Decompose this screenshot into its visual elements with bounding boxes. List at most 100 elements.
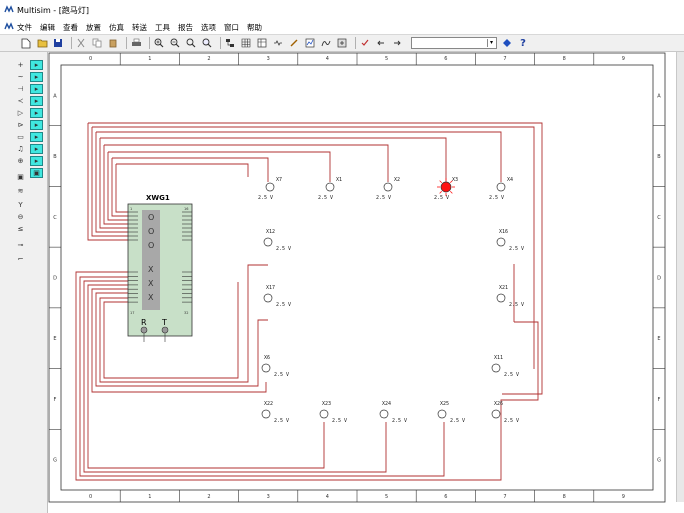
lamp-x3[interactable]: X32.5 V bbox=[434, 177, 458, 201]
analysis-icon[interactable] bbox=[320, 37, 332, 49]
wire[interactable] bbox=[115, 164, 128, 213]
menu-simulate[interactable]: 仿真 bbox=[109, 22, 124, 32]
back-annotate-icon[interactable] bbox=[375, 37, 387, 49]
wire[interactable] bbox=[99, 264, 268, 383]
open-icon[interactable] bbox=[36, 37, 48, 49]
mixed-icon[interactable]: ▸ bbox=[30, 108, 43, 118]
wire[interactable] bbox=[88, 122, 543, 259]
hierarchy-icon[interactable] bbox=[224, 37, 236, 49]
lamp-bulb-icon[interactable] bbox=[265, 182, 275, 192]
power-icon[interactable]: ▸ bbox=[30, 132, 43, 142]
lamp-bulb-icon[interactable] bbox=[263, 237, 273, 247]
lamp-x4[interactable]: X42.5 V bbox=[489, 177, 513, 201]
zoom-in-icon[interactable] bbox=[153, 37, 165, 49]
document-menu-icon[interactable] bbox=[4, 22, 14, 32]
erc-icon[interactable] bbox=[359, 37, 371, 49]
wire[interactable] bbox=[116, 163, 249, 177]
lamp-bulb-icon[interactable] bbox=[491, 363, 501, 373]
menu-transfer[interactable]: 转送 bbox=[132, 22, 147, 32]
rf-palette-icon[interactable]: ≋ bbox=[17, 187, 24, 195]
lamp-x2[interactable]: X22.5 V bbox=[376, 177, 400, 201]
cmos-palette-icon[interactable]: ▭ bbox=[17, 133, 24, 141]
wire[interactable] bbox=[83, 280, 387, 473]
forward-annotate-icon[interactable] bbox=[391, 37, 403, 49]
menu-window[interactable]: 窗口 bbox=[224, 22, 239, 32]
menu-help[interactable]: 帮助 bbox=[247, 22, 262, 32]
misc-palette-icon[interactable]: ♫ bbox=[17, 145, 24, 153]
lamp-bulb-icon[interactable] bbox=[491, 409, 501, 419]
database-icon[interactable] bbox=[501, 37, 513, 49]
lamp-x7[interactable]: X72.5 V bbox=[258, 177, 282, 201]
electromech-palette-icon[interactable]: ⊖ bbox=[17, 213, 24, 221]
ttl-icon[interactable]: ▸ bbox=[30, 72, 43, 82]
lamp-x1[interactable]: X12.5 V bbox=[318, 177, 342, 201]
graph-icon[interactable] bbox=[304, 37, 316, 49]
cut-icon[interactable] bbox=[75, 37, 87, 49]
bus-icon[interactable]: ⌐ bbox=[17, 255, 24, 263]
source-icon[interactable]: + bbox=[17, 61, 24, 69]
menu-tools[interactable]: 工具 bbox=[155, 22, 170, 32]
wire[interactable] bbox=[91, 288, 267, 393]
transistor-icon[interactable]: ≺ bbox=[17, 97, 24, 105]
lamp-bulb-icon[interactable] bbox=[440, 181, 452, 193]
lamp-bulb-icon[interactable] bbox=[496, 293, 506, 303]
wire[interactable] bbox=[95, 292, 268, 387]
lamp-bulb-icon[interactable] bbox=[263, 293, 273, 303]
instance-combo[interactable]: ▾ bbox=[411, 37, 497, 49]
wire[interactable] bbox=[112, 157, 269, 182]
menu-file[interactable]: 文件 bbox=[17, 22, 32, 32]
electromechanical-icon[interactable]: ▸ bbox=[30, 156, 43, 166]
antenna-icon[interactable]: Y bbox=[18, 201, 23, 209]
zoom-area-icon[interactable] bbox=[185, 37, 197, 49]
wire[interactable] bbox=[79, 276, 445, 477]
zoom-out-icon[interactable] bbox=[169, 37, 181, 49]
chevron-down-icon[interactable]: ▾ bbox=[487, 39, 495, 47]
menu-view[interactable]: 查看 bbox=[63, 22, 78, 32]
indicator-icon[interactable]: ▸ bbox=[30, 120, 43, 130]
basic-icon[interactable]: ~ bbox=[17, 73, 24, 81]
menu-options[interactable]: 选项 bbox=[201, 22, 216, 32]
wire[interactable] bbox=[502, 259, 543, 395]
lamp-bulb-icon[interactable] bbox=[325, 182, 335, 192]
word-generator-xwg1[interactable]: XWG1 OOO XXX 1 16 17 32 R T bbox=[127, 194, 193, 342]
indicator-palette-icon[interactable]: ▣ bbox=[17, 173, 24, 181]
mixed-palette-icon[interactable]: ⊕ bbox=[17, 157, 24, 165]
vertical-scrollbar[interactable] bbox=[676, 52, 684, 502]
wire[interactable] bbox=[103, 145, 128, 225]
connector-icon[interactable]: ⊸ bbox=[17, 241, 24, 249]
lamp-bulb-icon[interactable] bbox=[319, 409, 329, 419]
menu-place[interactable]: 放置 bbox=[86, 22, 101, 32]
wire[interactable] bbox=[100, 137, 447, 182]
component-icon[interactable] bbox=[272, 37, 284, 49]
lamp-x6[interactable]: X62.5 V bbox=[261, 355, 289, 378]
probe-icon[interactable] bbox=[288, 37, 300, 49]
ladder-icon[interactable]: ≤ bbox=[17, 225, 24, 233]
menu-reports[interactable]: 报告 bbox=[178, 22, 193, 32]
wire[interactable] bbox=[99, 138, 128, 229]
new-icon[interactable] bbox=[20, 37, 32, 49]
wire[interactable] bbox=[87, 284, 325, 469]
ttl-palette-icon[interactable]: ⊳ bbox=[17, 121, 24, 129]
analog-icon[interactable]: ▷ bbox=[17, 109, 24, 117]
save-icon[interactable] bbox=[52, 37, 64, 49]
wire[interactable] bbox=[95, 132, 128, 233]
wire[interactable] bbox=[103, 282, 239, 379]
diode-icon[interactable]: ⊣ bbox=[17, 85, 24, 93]
wire[interactable] bbox=[107, 152, 128, 221]
wire[interactable] bbox=[500, 321, 539, 422]
lamp-bulb-icon[interactable] bbox=[496, 182, 506, 192]
wire[interactable] bbox=[91, 127, 128, 237]
menu-edit[interactable]: 编辑 bbox=[40, 22, 55, 32]
generator-pin-r[interactable] bbox=[140, 326, 148, 334]
cmos-icon[interactable]: ▸ bbox=[30, 84, 43, 94]
wire[interactable] bbox=[96, 131, 502, 182]
wire[interactable] bbox=[92, 126, 535, 241]
lamp-bulb-icon[interactable] bbox=[383, 182, 393, 192]
